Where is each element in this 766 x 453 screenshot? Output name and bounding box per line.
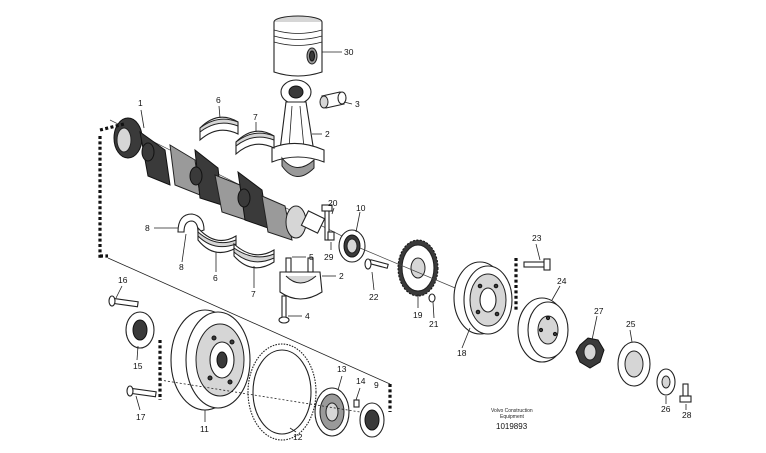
assembly-brackets bbox=[98, 122, 518, 413]
callout-15: 15 bbox=[133, 361, 143, 371]
drawing-number: 1019893 bbox=[496, 422, 528, 431]
callout-1: 1 bbox=[138, 98, 143, 108]
gear-bolt[interactable] bbox=[364, 258, 389, 270]
callout-7-upper: 7 bbox=[253, 112, 258, 122]
rod-bolt[interactable] bbox=[278, 295, 290, 324]
end-washer[interactable] bbox=[656, 368, 676, 396]
ring-gear[interactable] bbox=[247, 343, 317, 441]
callout-17: 17 bbox=[136, 412, 146, 422]
callout-18: 18 bbox=[457, 348, 467, 358]
bearing-shell-upper-7[interactable] bbox=[235, 130, 275, 156]
callout-27: 27 bbox=[594, 306, 604, 316]
bearing-shell-lower-6[interactable] bbox=[197, 226, 237, 254]
rear-seal[interactable] bbox=[314, 387, 350, 437]
callout-14: 14 bbox=[356, 376, 366, 386]
callout-7-lower: 7 bbox=[251, 289, 256, 299]
callout-21: 21 bbox=[429, 319, 439, 329]
callout-3: 3 bbox=[355, 99, 360, 109]
end-bolt[interactable] bbox=[679, 383, 692, 403]
callout-24: 24 bbox=[557, 276, 567, 286]
outer-pulley[interactable] bbox=[517, 297, 569, 363]
callout-2-upper: 2 bbox=[325, 129, 330, 139]
callout-5: 5 bbox=[309, 252, 314, 262]
coupling[interactable] bbox=[575, 337, 605, 369]
dowel-pin[interactable] bbox=[327, 231, 335, 241]
bearing-shell-upper-6[interactable] bbox=[199, 116, 239, 142]
callout-26: 26 bbox=[661, 404, 671, 414]
callout-10: 10 bbox=[356, 203, 366, 213]
callout-23: 23 bbox=[532, 233, 542, 243]
callout-25: 25 bbox=[626, 319, 636, 329]
callout-22: 22 bbox=[369, 292, 379, 302]
gear-pin[interactable] bbox=[428, 293, 436, 303]
rear-flange[interactable] bbox=[125, 311, 155, 349]
callout-12: 12 bbox=[293, 432, 303, 442]
ring-washer[interactable] bbox=[617, 341, 651, 387]
brand-line-1: Volvo Construction bbox=[491, 408, 533, 414]
rear-bolt-17[interactable] bbox=[126, 385, 157, 398]
pulley-damper[interactable] bbox=[453, 261, 513, 335]
connecting-rod[interactable] bbox=[271, 79, 325, 177]
callout-29: 29 bbox=[324, 252, 334, 262]
crank-gear[interactable] bbox=[359, 239, 461, 297]
callout-28: 28 bbox=[682, 410, 692, 420]
front-bolt[interactable] bbox=[321, 204, 333, 241]
callout-30: 30 bbox=[344, 47, 354, 57]
piston[interactable] bbox=[273, 15, 323, 77]
seal-pin[interactable] bbox=[353, 399, 360, 408]
callout-9: 9 bbox=[374, 380, 379, 390]
thrust-washer-upper[interactable] bbox=[177, 213, 205, 233]
pulley-bolt[interactable] bbox=[523, 258, 551, 271]
callout-6-lower: 6 bbox=[213, 273, 218, 283]
callout-16: 16 bbox=[118, 275, 128, 285]
callout-19: 19 bbox=[413, 310, 423, 320]
callout-20: 20 bbox=[328, 198, 338, 208]
crankshaft[interactable] bbox=[109, 117, 361, 246]
callout-4: 4 bbox=[305, 311, 310, 321]
callout-6-upper: 6 bbox=[216, 95, 221, 105]
front-seal[interactable] bbox=[338, 229, 366, 263]
piston-pin[interactable] bbox=[319, 91, 347, 109]
seal-ring[interactable] bbox=[359, 402, 385, 438]
callout-13: 13 bbox=[337, 364, 347, 374]
callout-8-below: 8 bbox=[179, 262, 184, 272]
brand-line-2: Equipment bbox=[500, 414, 525, 420]
rear-bolt-16[interactable] bbox=[108, 295, 139, 308]
callout-8-left: 8 bbox=[145, 223, 150, 233]
leader-lines bbox=[115, 51, 687, 433]
bearing-shell-lower-7[interactable] bbox=[233, 242, 275, 269]
flywheel[interactable] bbox=[170, 309, 251, 411]
callout-11: 11 bbox=[200, 424, 209, 434]
drawing-reference: Volvo Construction Equipment 1019893 bbox=[491, 408, 533, 431]
callout-labels: 30 3 2 1 6 7 8 8 6 7 5 2 4 20 29 10 22 1… bbox=[118, 47, 692, 442]
callout-2-lower: 2 bbox=[339, 271, 344, 281]
connecting-rod-cap[interactable] bbox=[279, 257, 323, 300]
